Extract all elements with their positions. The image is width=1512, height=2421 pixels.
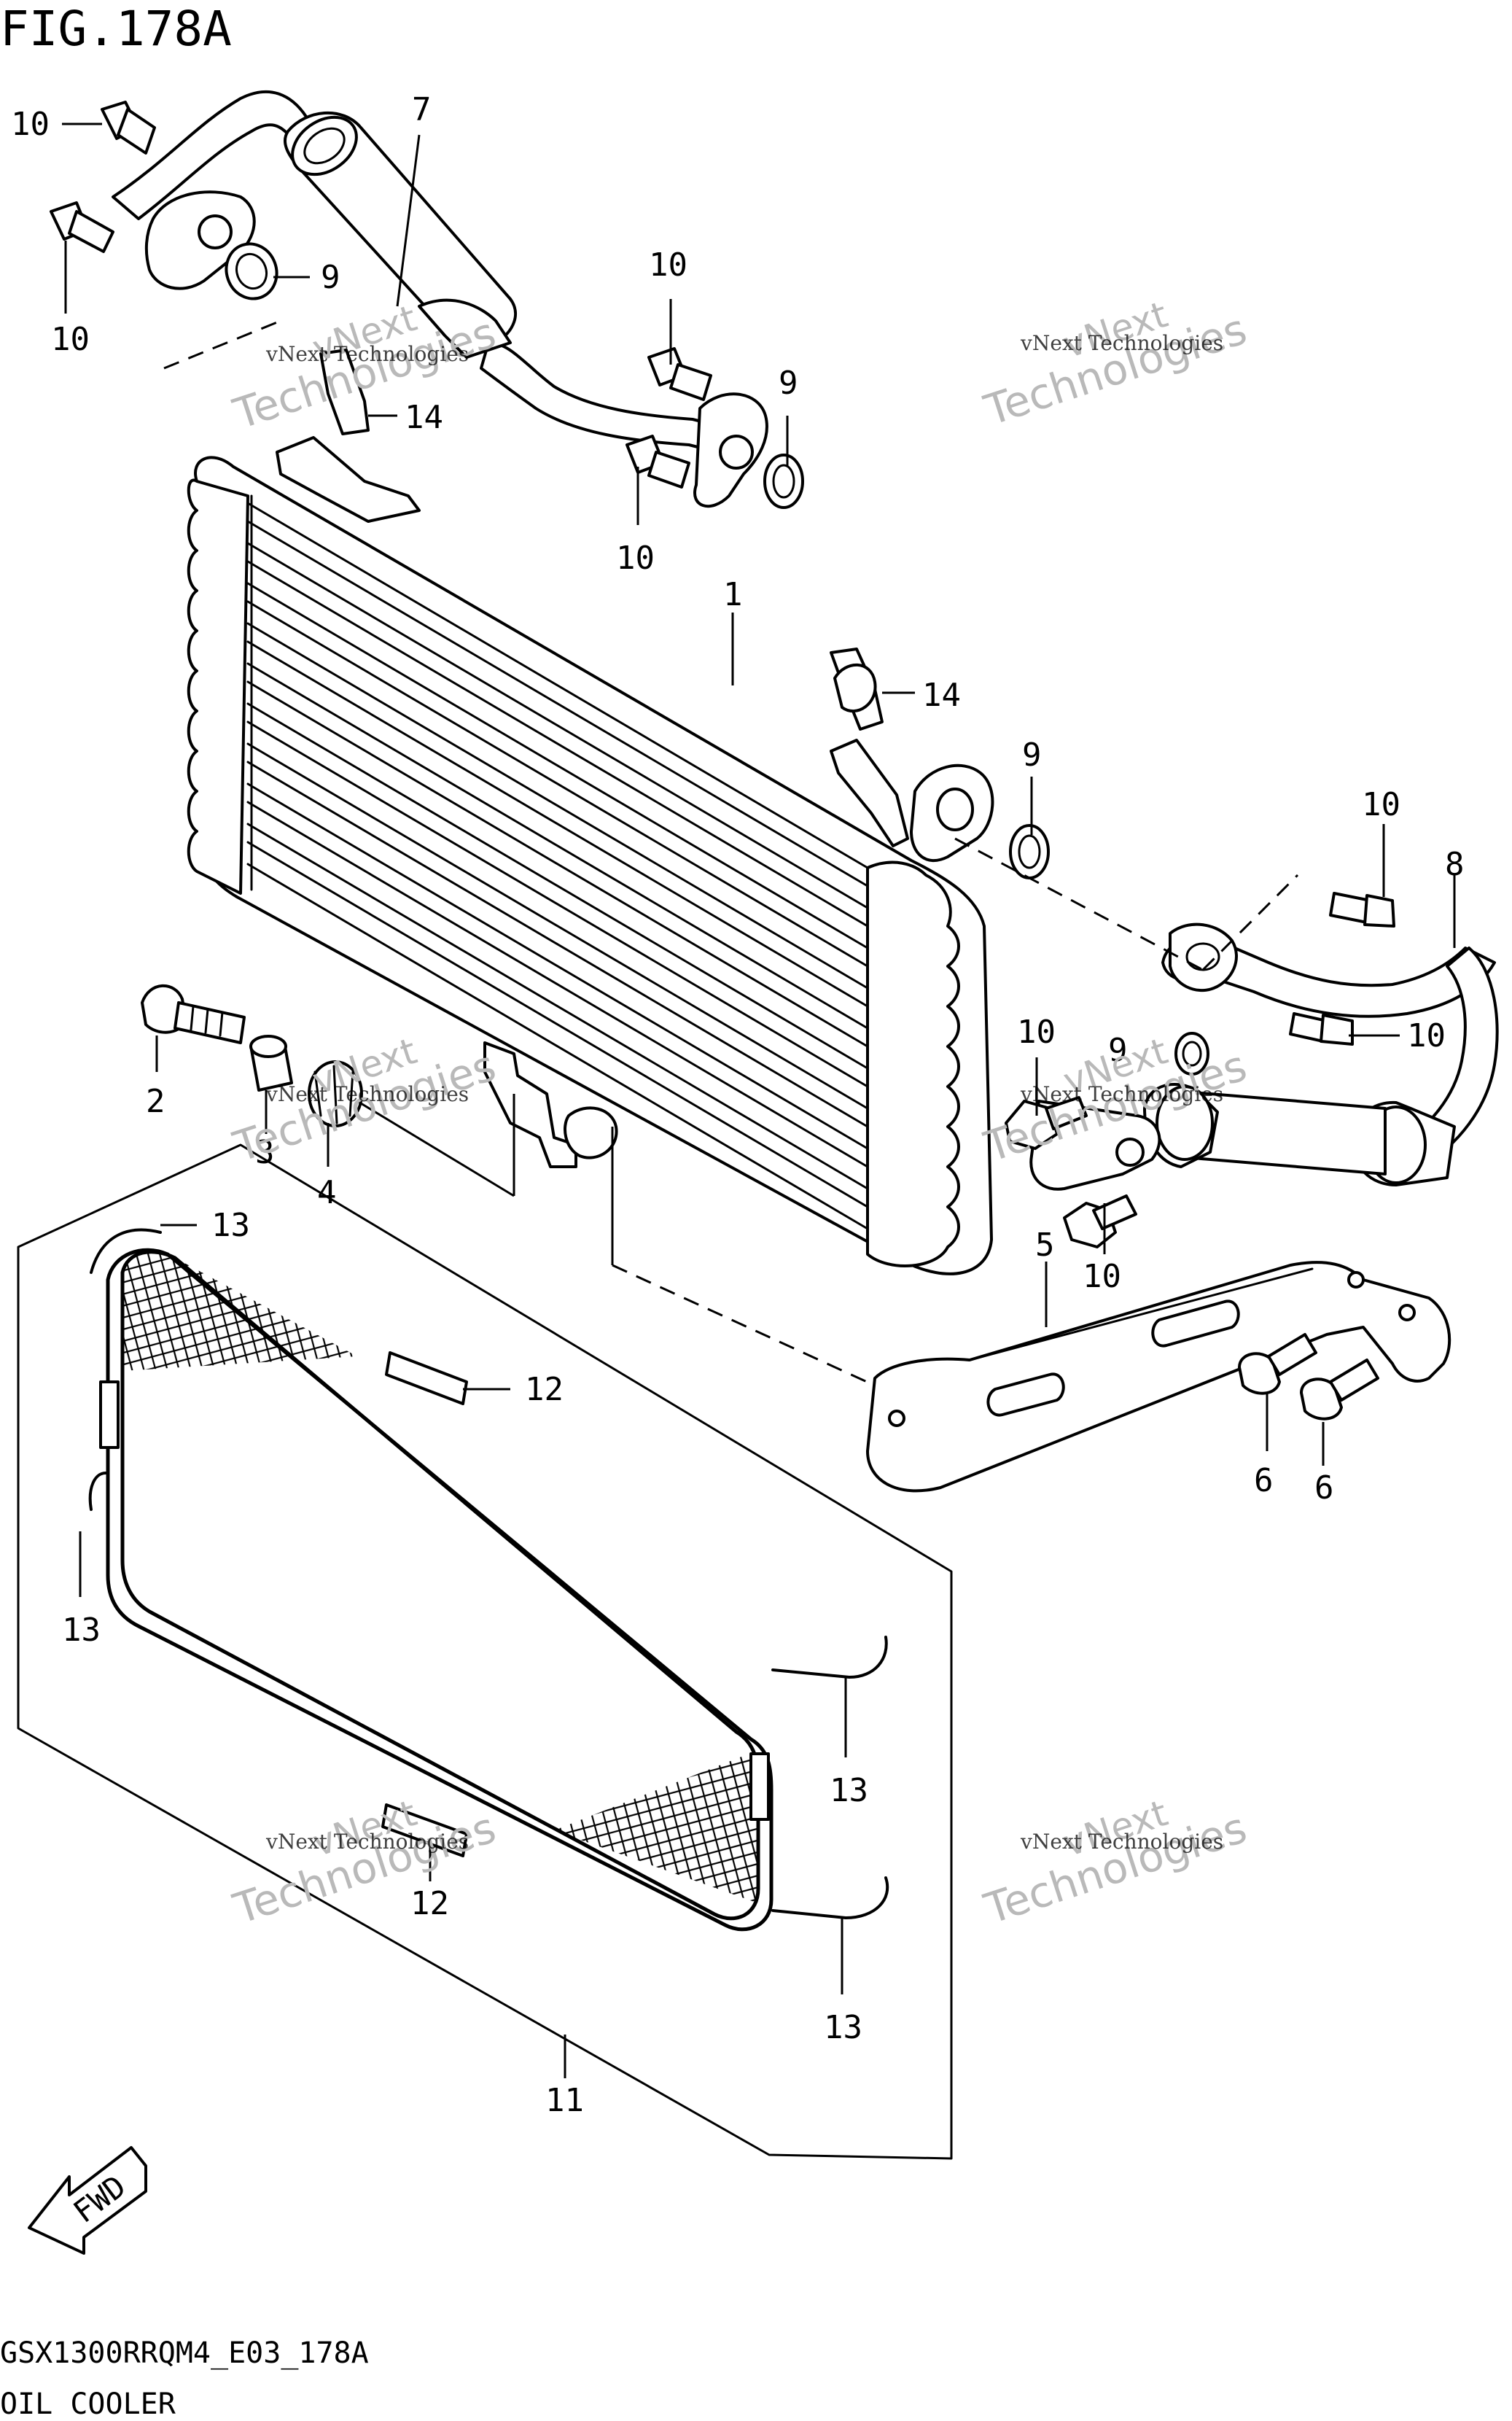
bolt-10-upper-right-a[interactable]: [647, 347, 712, 401]
bolt-10-upper-right-b[interactable]: [626, 435, 690, 489]
callout-8: 8: [1445, 846, 1465, 883]
callout-2: 2: [146, 1083, 165, 1120]
figure-label: FIG.178A: [0, 1, 232, 57]
o-ring-9-upper-left[interactable]: [219, 237, 284, 306]
grommet-4[interactable]: [308, 1060, 363, 1127]
callout-13: 13: [830, 1772, 868, 1809]
radiator-guard-box: [17, 1143, 953, 2160]
callout-14: 14: [405, 399, 443, 436]
callout-10: 10: [1083, 1258, 1121, 1295]
leader-lines: [62, 123, 1456, 2078]
watermark-small: vNext Technologies: [1020, 1830, 1223, 1854]
callout-14: 14: [922, 677, 961, 714]
model-code: GSX1300RRQM4_E03_178A: [0, 2336, 369, 2370]
bolt-10-right-a[interactable]: [1329, 892, 1395, 928]
bolt-2[interactable]: [141, 984, 246, 1044]
callout-4: 4: [317, 1174, 337, 1211]
callout-10: 10: [1017, 1014, 1056, 1051]
callout-10: 10: [51, 321, 90, 358]
bolt-10-left[interactable]: [50, 201, 114, 253]
bolt-10-right-b[interactable]: [1289, 1012, 1354, 1046]
mount-bracket[interactable]: [866, 1261, 1451, 1493]
bolt-10-right-d[interactable]: [1063, 1194, 1137, 1248]
collar-3[interactable]: [249, 1035, 293, 1092]
oil-hose-upper[interactable]: [112, 90, 768, 508]
callout-10: 10: [616, 540, 655, 577]
callout-9: 9: [779, 365, 798, 402]
callout-12: 12: [410, 1885, 449, 1922]
watermark-small: vNext Technologies: [265, 342, 469, 366]
watermark-small: vNext Technologies: [265, 1082, 469, 1106]
forward-direction-arrow: FWD: [28, 2146, 147, 2255]
callout-6: 6: [1254, 1462, 1274, 1499]
rubber-pad-12-upper[interactable]: [385, 1351, 468, 1405]
callout-5: 5: [1035, 1227, 1055, 1264]
oil-hose-lower[interactable]: [1029, 922, 1499, 1191]
radiator-guard[interactable]: [88, 1228, 889, 1932]
watermark-small: vNext Technologies: [265, 1830, 469, 1854]
callout-1: 1: [723, 576, 743, 613]
section-title: OIL COOLER: [0, 2387, 176, 2421]
callout-10: 10: [11, 106, 50, 143]
callout-6: 6: [1314, 1469, 1334, 1507]
callout-7: 7: [412, 91, 432, 128]
oil-cooler-core[interactable]: [187, 456, 994, 1275]
bolt-10-right-c[interactable]: [1005, 1096, 1088, 1150]
clamp-14-middle[interactable]: [830, 648, 884, 731]
callout-13: 13: [824, 2009, 862, 2046]
bolt-10-top-left[interactable]: [101, 101, 156, 155]
o-ring-9-right[interactable]: [1009, 824, 1050, 879]
callout-10: 10: [649, 246, 687, 284]
o-ring-9-upper-right[interactable]: [763, 454, 804, 509]
callout-9: 9: [321, 259, 340, 296]
callout-13: 13: [62, 1612, 101, 1649]
callout-13: 13: [211, 1207, 250, 1244]
callout-12: 12: [525, 1371, 564, 1408]
bolt-6-b[interactable]: [1300, 1359, 1379, 1421]
callout-10: 10: [1407, 1017, 1446, 1054]
rubber-pad-12-lower[interactable]: [381, 1803, 468, 1857]
watermark-small: vNext Technologies: [1020, 1082, 1223, 1106]
o-ring-9-lower-right[interactable]: [1174, 1032, 1209, 1076]
callout-numbers: 10 7 10 9 10 9 14 10 1 14 9 10 8 10 10 9…: [11, 91, 1465, 2119]
bolt-6-a[interactable]: [1238, 1333, 1317, 1395]
callout-3: 3: [255, 1134, 275, 1171]
watermark-small: vNext Technologies: [1020, 331, 1223, 355]
callout-11: 11: [545, 2082, 584, 2119]
callout-10: 10: [1362, 786, 1400, 823]
callout-9: 9: [1108, 1032, 1128, 1069]
clamp-14-upper[interactable]: [276, 349, 421, 523]
callout-9: 9: [1022, 737, 1042, 774]
